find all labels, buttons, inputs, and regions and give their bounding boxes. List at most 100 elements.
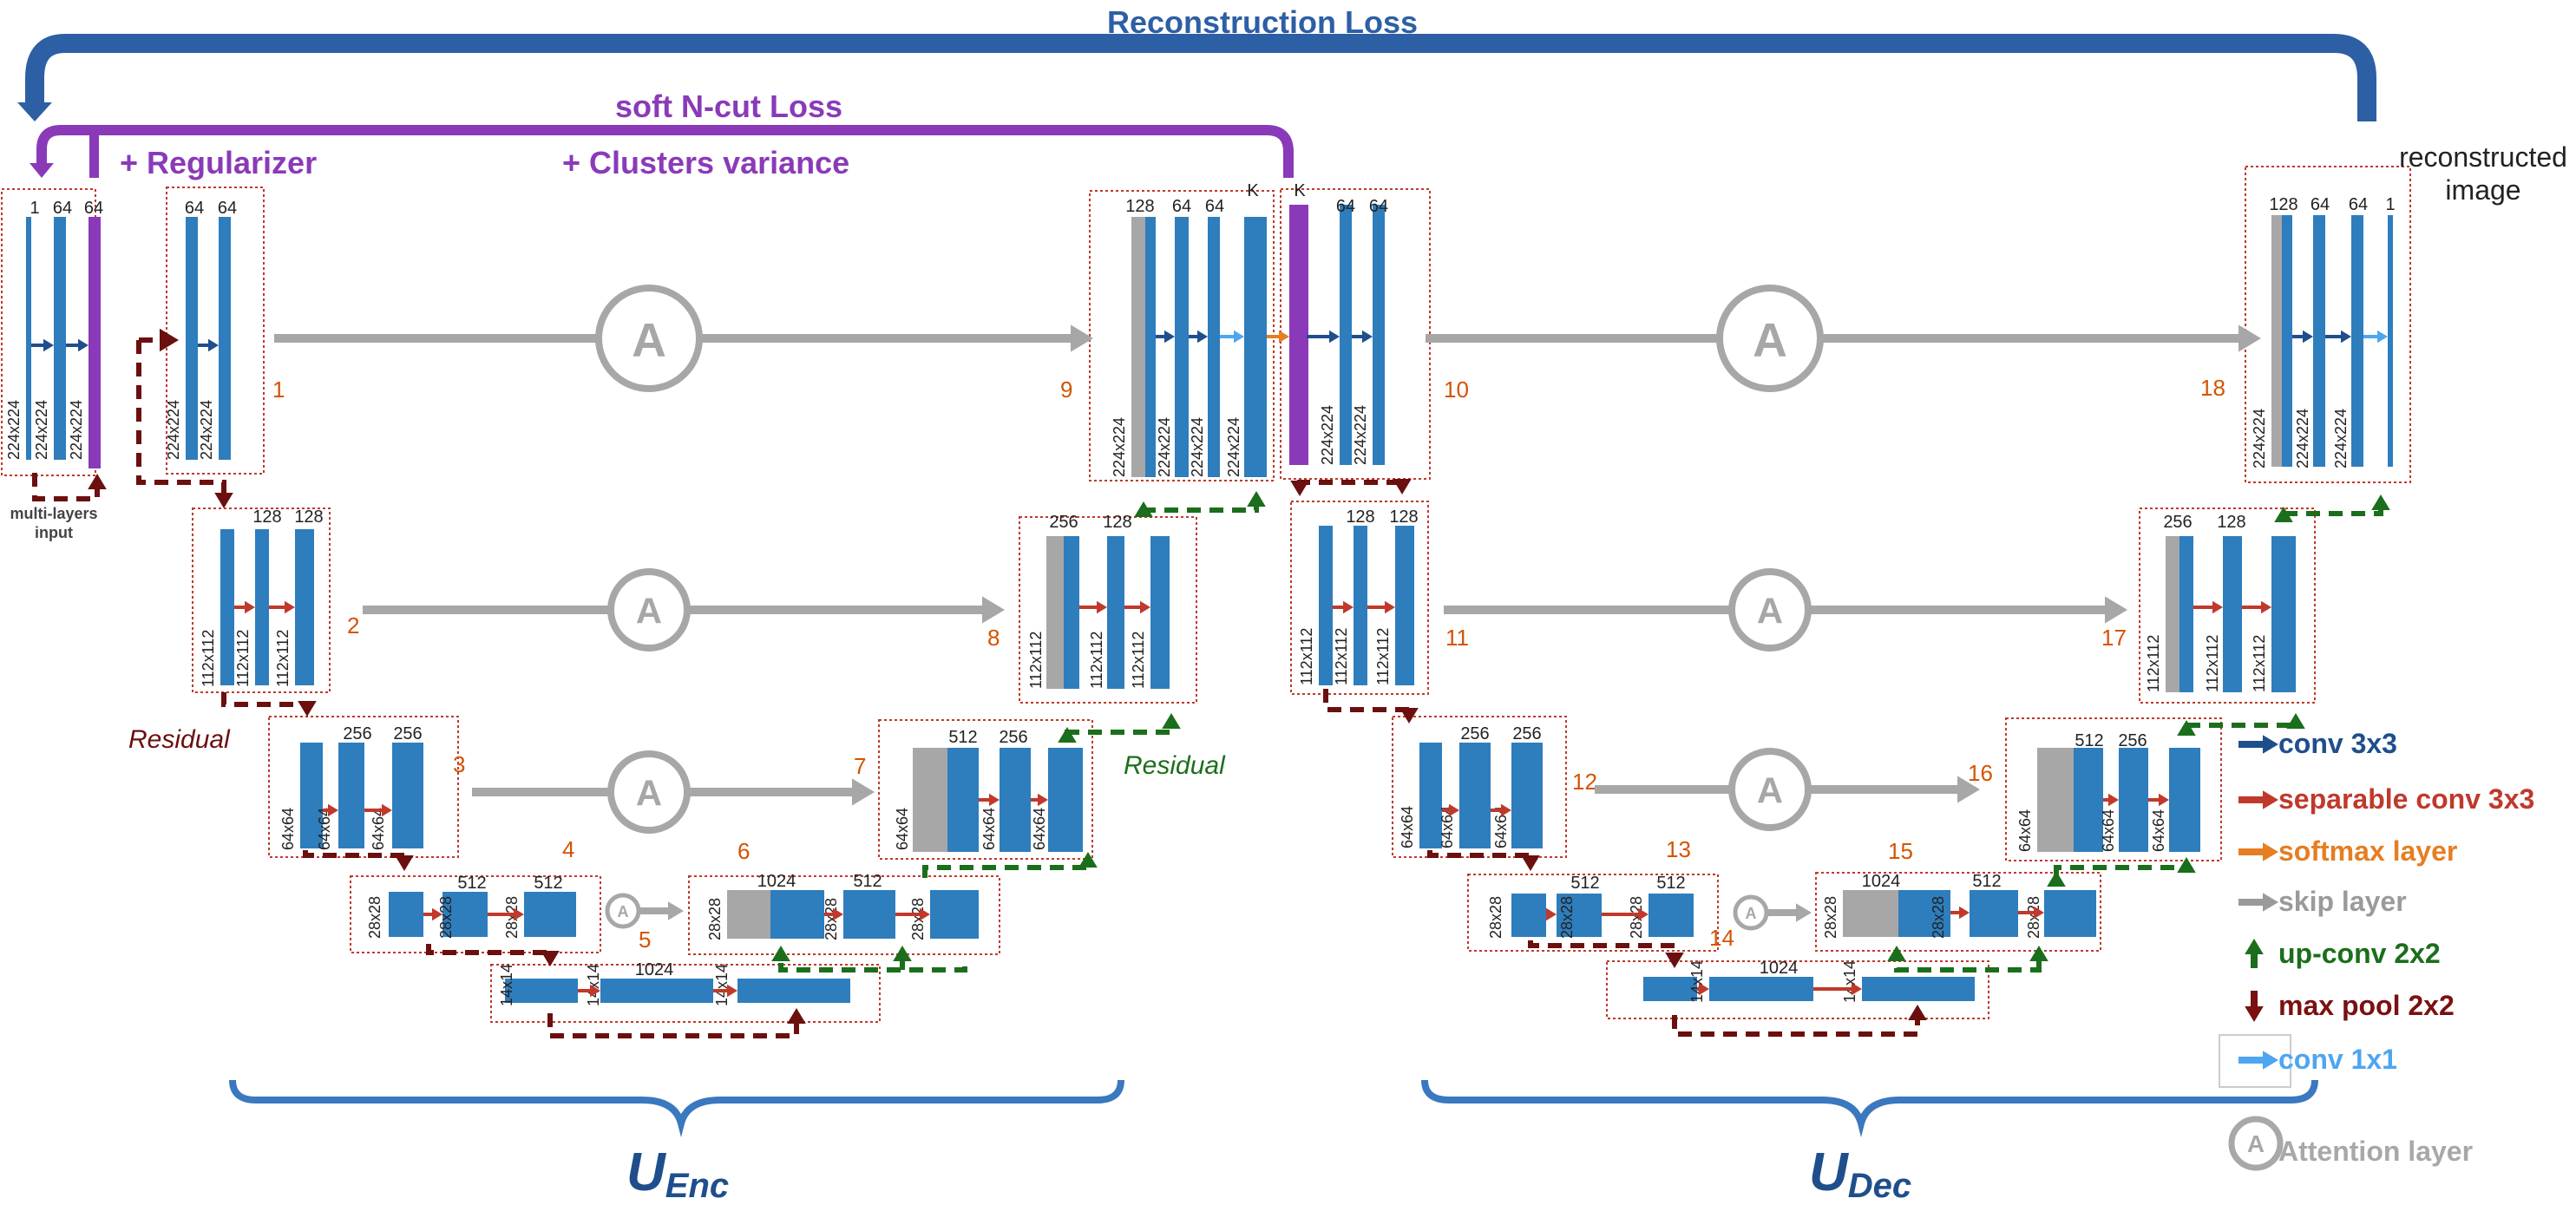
size-label-9-3: 224x224 [1225, 417, 1242, 477]
block-number-13: 13 [1666, 836, 1691, 862]
legend-label-3: skip layer [2278, 886, 2407, 917]
legend-arrowhead-6 [2263, 1051, 2278, 1070]
pool-head-10b [1290, 481, 1309, 496]
block-5-border [490, 964, 881, 1023]
pool-path-10 [1297, 480, 1405, 488]
channel-label-14-0: 1024 [1760, 959, 1799, 978]
legend-label-5: max pool 2x2 [2278, 990, 2455, 1021]
size-label-3-0: 64x64 [279, 808, 297, 850]
feature-map-23 [1064, 536, 1079, 689]
up-path-17 [2284, 501, 2383, 516]
block-number-12: 12 [1572, 769, 1597, 795]
channel-label-2-0: 128 [252, 508, 281, 527]
feature-map-3 [186, 217, 198, 460]
channel-label-5-0: 1024 [635, 960, 674, 979]
deep-map-13 [1643, 977, 1697, 1001]
pool-path-2 [221, 692, 310, 710]
sepconv-26-head [2212, 600, 2223, 614]
size-label-8-0: 112x112 [1027, 632, 1045, 689]
feature-map-21 [1395, 526, 1414, 685]
sepconv-14-head [1343, 600, 1354, 614]
skip-arrowhead-1 [982, 596, 1005, 624]
conv3x3-5-head [1329, 330, 1340, 344]
pool-path-4 [426, 944, 553, 959]
attention-circle-0 [595, 285, 703, 392]
size-label-8-1: 112x112 [1088, 632, 1105, 689]
up-head-15a [2177, 857, 2196, 873]
size-label-2-2: 112x112 [274, 630, 292, 687]
block-number-5: 5 [639, 927, 651, 953]
size-label-7-1: 64x64 [980, 808, 998, 850]
attention-symbol-1: A [636, 590, 662, 631]
feature-map-14 [1208, 217, 1220, 477]
deep-map-1 [442, 892, 488, 937]
size-label-9-1: 224x224 [1156, 417, 1173, 477]
block-13-border [1467, 874, 1719, 952]
feature-map-5 [220, 529, 234, 685]
channel-label-13-1: 512 [1656, 874, 1685, 893]
channel-label-4-1: 512 [534, 874, 562, 893]
deep-map-18 [1970, 890, 2018, 937]
size-label-12-0: 64x64 [1399, 806, 1416, 848]
channel-label-7-1: 256 [999, 728, 1027, 747]
channel-label-12-0: 256 [1460, 724, 1489, 743]
small-attention-1 [1733, 894, 1769, 931]
feature-map-9 [338, 743, 364, 848]
pool-head-5 [787, 1008, 806, 1024]
channel-label-15-1: 512 [1972, 872, 2001, 891]
sepconv-7-head [920, 907, 930, 921]
feature-map-1 [54, 217, 66, 460]
feature-map-15 [1244, 217, 1267, 477]
block-number-10: 10 [1444, 377, 1469, 403]
legend-attention-circle [2228, 1116, 2284, 1171]
up-path-6 [922, 859, 1091, 878]
block-number-14: 14 [1709, 925, 1734, 951]
conv3x3-0-head [43, 338, 54, 352]
feature-map-18 [1373, 205, 1385, 465]
size-label-5-1: 14x14 [585, 964, 602, 1006]
legend-arrowhead-0 [2263, 735, 2278, 754]
channel-label-18-1: 64 [2311, 195, 2330, 214]
feature-map-26 [913, 748, 947, 852]
channel-label-17-0: 256 [2163, 513, 2192, 532]
feature-map-37 [2166, 536, 2179, 692]
deep-map-16 [1843, 890, 1898, 937]
channel-label-6-0: 1024 [757, 872, 796, 891]
up-path-8 [1141, 496, 1259, 513]
channel-label-18-2: 64 [2349, 195, 2368, 214]
size-label-12-1: 64x64 [1439, 806, 1456, 848]
block-2-border [192, 508, 331, 693]
sepconv-25-head [2159, 793, 2169, 807]
conv3x3-1-head [78, 338, 88, 352]
channel-label-3-0: 256 [343, 724, 371, 743]
size-label-3-1: 64x64 [316, 808, 333, 850]
deep-map-17 [1898, 890, 1950, 937]
legend-label-4: up-conv 2x2 [2278, 938, 2441, 969]
skip-arrowhead-4 [2105, 596, 2127, 624]
channel-label-9-0: 128 [1125, 197, 1154, 216]
size-label-18-2: 224x224 [2332, 409, 2350, 468]
pool-path-12 [1427, 850, 1533, 864]
feature-map-32 [1511, 743, 1543, 848]
size-label-10-1: 224x224 [1352, 405, 1369, 465]
small-skip-head-0 [668, 901, 684, 920]
attention-symbol-0: A [632, 312, 666, 366]
feature-map-29 [1048, 748, 1083, 852]
deep-map-15 [1862, 977, 1975, 1001]
channel-label-1-1: 64 [218, 199, 237, 218]
feature-map-45 [2388, 215, 2393, 467]
attention-circle-1 [607, 568, 691, 652]
block-number-1: 1 [272, 377, 285, 403]
size-label-6-0: 28x28 [706, 898, 724, 940]
softmax-0-head [1279, 330, 1289, 344]
legend-arrowhead-2 [2263, 842, 2278, 861]
deep-map-5 [737, 979, 850, 1003]
size-label-14-0: 14x14 [1688, 960, 1706, 1003]
legend-label-0: conv 3x3 [2278, 728, 2397, 759]
feature-map-38 [2179, 536, 2193, 692]
skip-arrowhead-5 [1957, 776, 1980, 803]
size-label-8-2: 112x112 [1130, 632, 1147, 689]
sepconv-0-head [245, 600, 255, 614]
block-number-7: 7 [854, 753, 866, 779]
clusters-variance-label: + Clusters variance [562, 145, 849, 180]
